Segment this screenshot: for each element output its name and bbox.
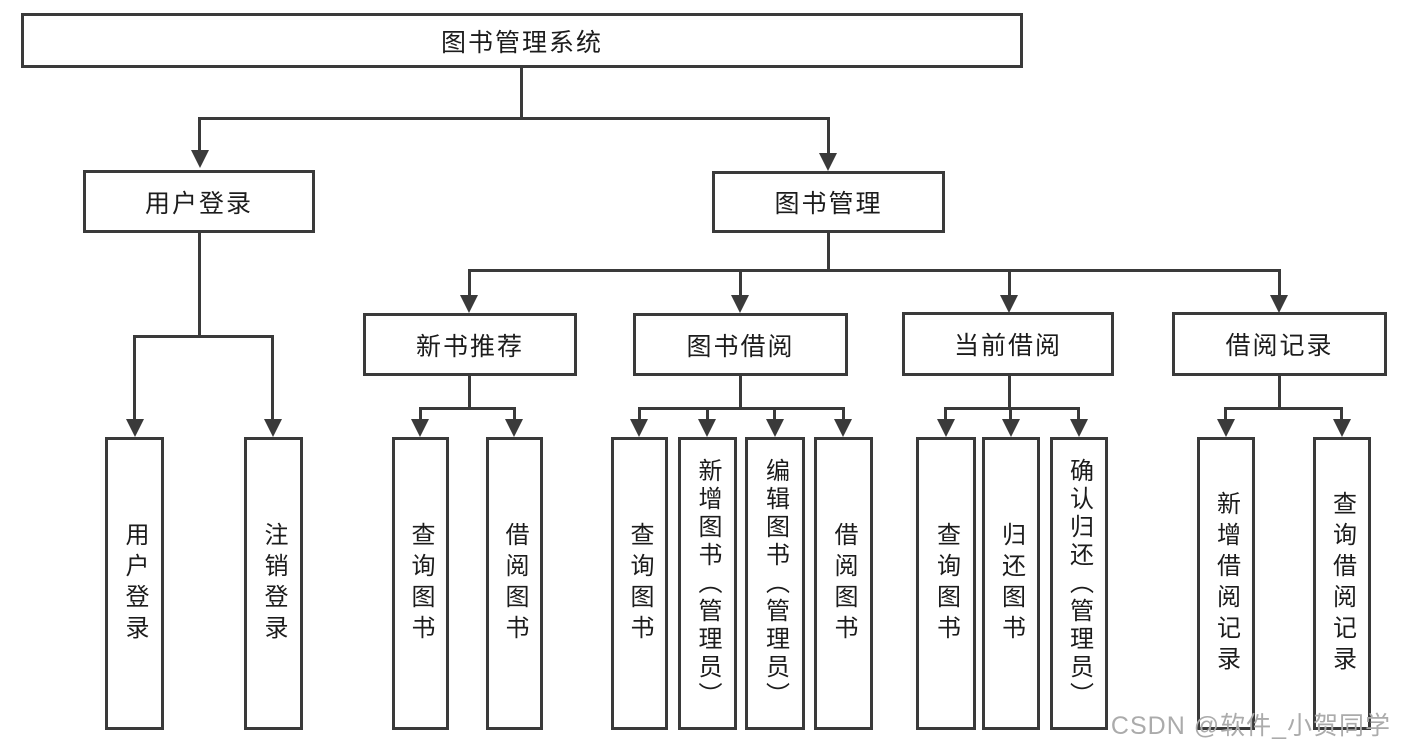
connector-drop [773,407,776,423]
arrowhead-borrow-records [1270,295,1288,313]
connector-book-borrow-stem [739,376,742,409]
leaf-user-login: 用户登录 [105,437,164,730]
connector-root-stem [520,68,523,118]
node-library-management-system: 图书管理系统 [21,13,1023,68]
connector-drop-current-borrow [1008,269,1011,299]
arrowhead [411,419,429,437]
connector-drop [1009,407,1012,423]
node-user-login: 用户登录 [83,170,315,233]
arrowhead [766,419,784,437]
connector-drop-leaf-logout [271,335,274,423]
arrowhead-new-book-rec [460,295,478,313]
connector-book-mgmt-stem [827,233,830,272]
leaf-borrow-books: 借阅图书 [814,437,873,730]
arrowhead [1002,419,1020,437]
leaf-logout-login: 注销登录 [244,437,303,730]
connector-current-borrow-stem [1008,376,1011,409]
leaf-query-borrow-record: 查询借阅记录 [1313,437,1371,730]
arrowhead [505,419,523,437]
connector-drop [1340,407,1343,423]
connector-drop [706,407,709,423]
node-current-borrowing: 当前借阅 [902,312,1114,376]
arrowhead [834,419,852,437]
arrowhead [1070,419,1088,437]
leaf-query-books-borrow: 查询图书 [611,437,668,730]
arrowhead-book-mgmt [819,153,837,171]
connector-drop-new-book-rec [468,269,471,299]
connector-drop [944,407,947,423]
connector-drop-leaf-user-login [133,335,136,423]
node-new-book-recommendation: 新书推荐 [363,313,577,376]
connector-drop-book-mgmt [827,117,830,157]
connector-drop-borrow-records [1278,269,1281,299]
connector-drop [513,407,516,423]
csdn-watermark: CSDN @软件_小贺同学 [1110,712,1391,740]
arrowhead [1217,419,1235,437]
connector-drop [638,407,641,423]
node-book-management: 图书管理 [712,171,945,233]
connector-book-borrow-bar [638,407,844,410]
leaf-add-books-admin: 新增图书（管理员） [678,437,737,730]
arrowhead [937,419,955,437]
leaf-add-borrow-record: 新增借阅记录 [1197,437,1255,730]
leaf-query-books-recommend: 查询图书 [392,437,449,730]
connector-new-book-rec-bar [419,407,516,410]
connector-drop [842,407,845,423]
connector-user-login-bar [133,335,274,338]
arrowhead-leaf-user-login [126,419,144,437]
connector-user-login-stem [198,233,201,337]
connector-drop [419,407,422,423]
connector-new-book-rec-stem [468,376,471,409]
connector-borrow-records-bar [1224,407,1342,410]
connector-borrow-records-stem [1278,376,1281,409]
arrowhead [698,419,716,437]
connector-drop [1077,407,1080,423]
arrowhead-user-login [191,150,209,168]
connector-level3-bar [468,269,1281,272]
leaf-query-books-current: 查询图书 [916,437,976,730]
arrowhead-leaf-logout [264,419,282,437]
connector-drop-user-login [198,117,201,154]
leaf-return-books: 归还图书 [982,437,1040,730]
leaf-borrow-books-recommend: 借阅图书 [486,437,543,730]
connector-drop-book-borrow [739,269,742,299]
arrowhead-current-borrow [1000,295,1018,313]
node-borrowing-records: 借阅记录 [1172,312,1387,376]
connector-current-borrow-bar [944,407,1080,410]
connector-level2-bar [198,117,830,120]
node-book-borrowing: 图书借阅 [633,313,848,376]
leaf-confirm-return-admin: 确认归还（管理员） [1050,437,1108,730]
arrowhead [1333,419,1351,437]
arrowhead [630,419,648,437]
leaf-edit-books-admin: 编辑图书（管理员） [745,437,805,730]
connector-drop [1224,407,1227,423]
arrowhead-book-borrow [731,295,749,313]
